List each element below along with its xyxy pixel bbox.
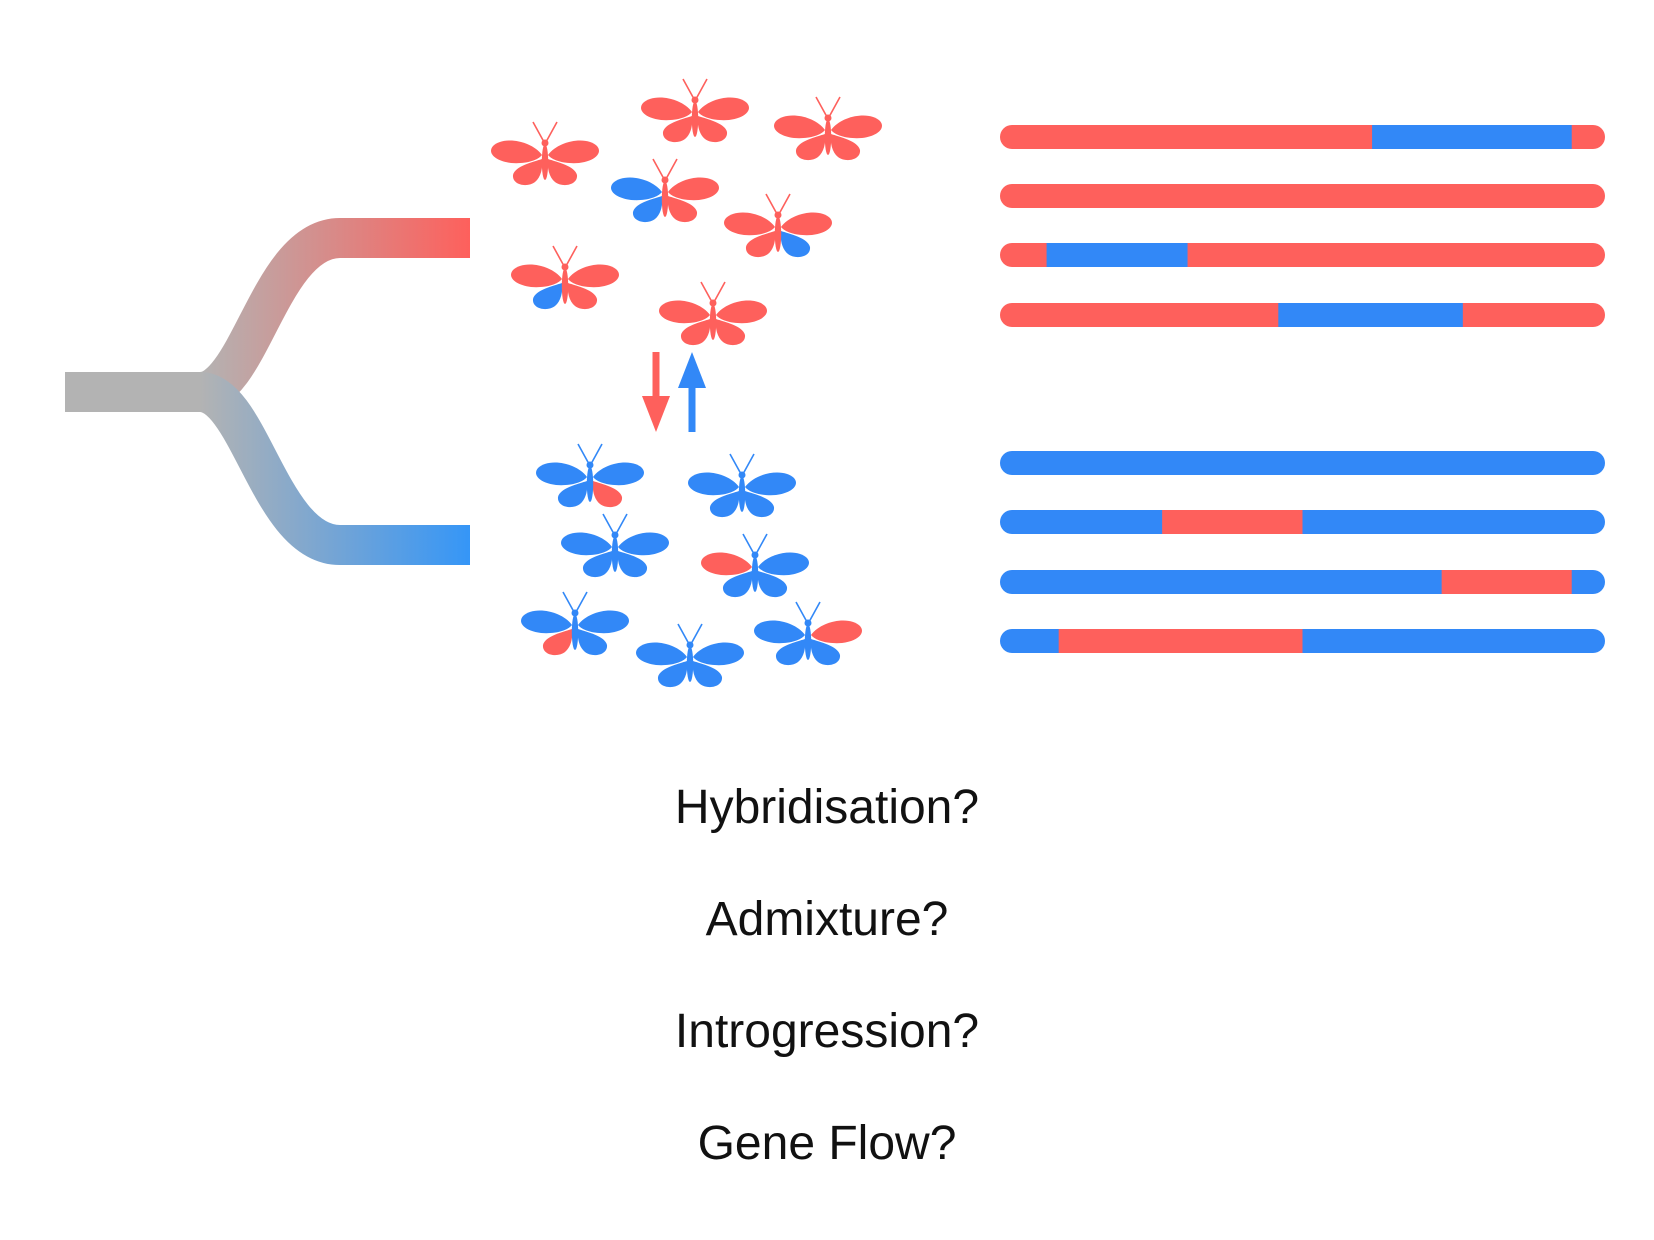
chromosome-bar [1000,451,1605,475]
butterfly-icon [641,78,749,143]
introgressed-segment [1046,243,1188,267]
question-gene-flow: Gene Flow? [697,1117,957,1170]
butterfly-icon [688,453,796,518]
introgressed-segment [1162,510,1303,534]
introgressed-segment [1278,303,1463,327]
chromosome-bar [1000,629,1605,653]
blue-population [521,443,862,688]
chromosome-bar [1000,510,1605,534]
blue-lineage-branch [196,372,470,565]
chromosome-panel [1000,125,1605,653]
phylogeny-tree [65,218,470,565]
butterfly-icon [511,245,619,310]
gene-flow-arrows [642,352,706,432]
butterfly-icon [724,193,832,258]
butterfly-icon [701,533,809,598]
introgressed-segment [1058,629,1303,653]
question-hybridisation: Hybridisation? [674,781,980,834]
question-admixture: Admixture? [705,893,949,946]
butterfly-icon [611,158,719,223]
question-introgression: Introgression? [674,1005,980,1058]
introgressed-segment [1372,125,1572,149]
introgressed-segment [1441,570,1572,594]
chromosome-bar [1000,125,1605,149]
butterfly-icon [774,96,882,161]
chromosome-bar [1000,184,1605,208]
red-population [491,78,882,346]
butterfly-icon [659,281,767,346]
red-to-blue-arrow [642,352,670,432]
butterfly-icon [636,623,744,688]
chromosome-bar [1000,303,1605,327]
butterfly-icon [561,513,669,578]
chromosome-bar [1000,570,1605,594]
butterfly-icon [521,591,629,656]
chromosome-bar [1000,243,1605,267]
red-lineage-branch [196,218,470,412]
butterfly-icon [754,601,862,666]
butterfly-icon [491,121,599,186]
gene-flow-diagram [65,78,1605,688]
blue-to-red-arrow [678,352,706,432]
butterfly-icon [536,443,644,508]
